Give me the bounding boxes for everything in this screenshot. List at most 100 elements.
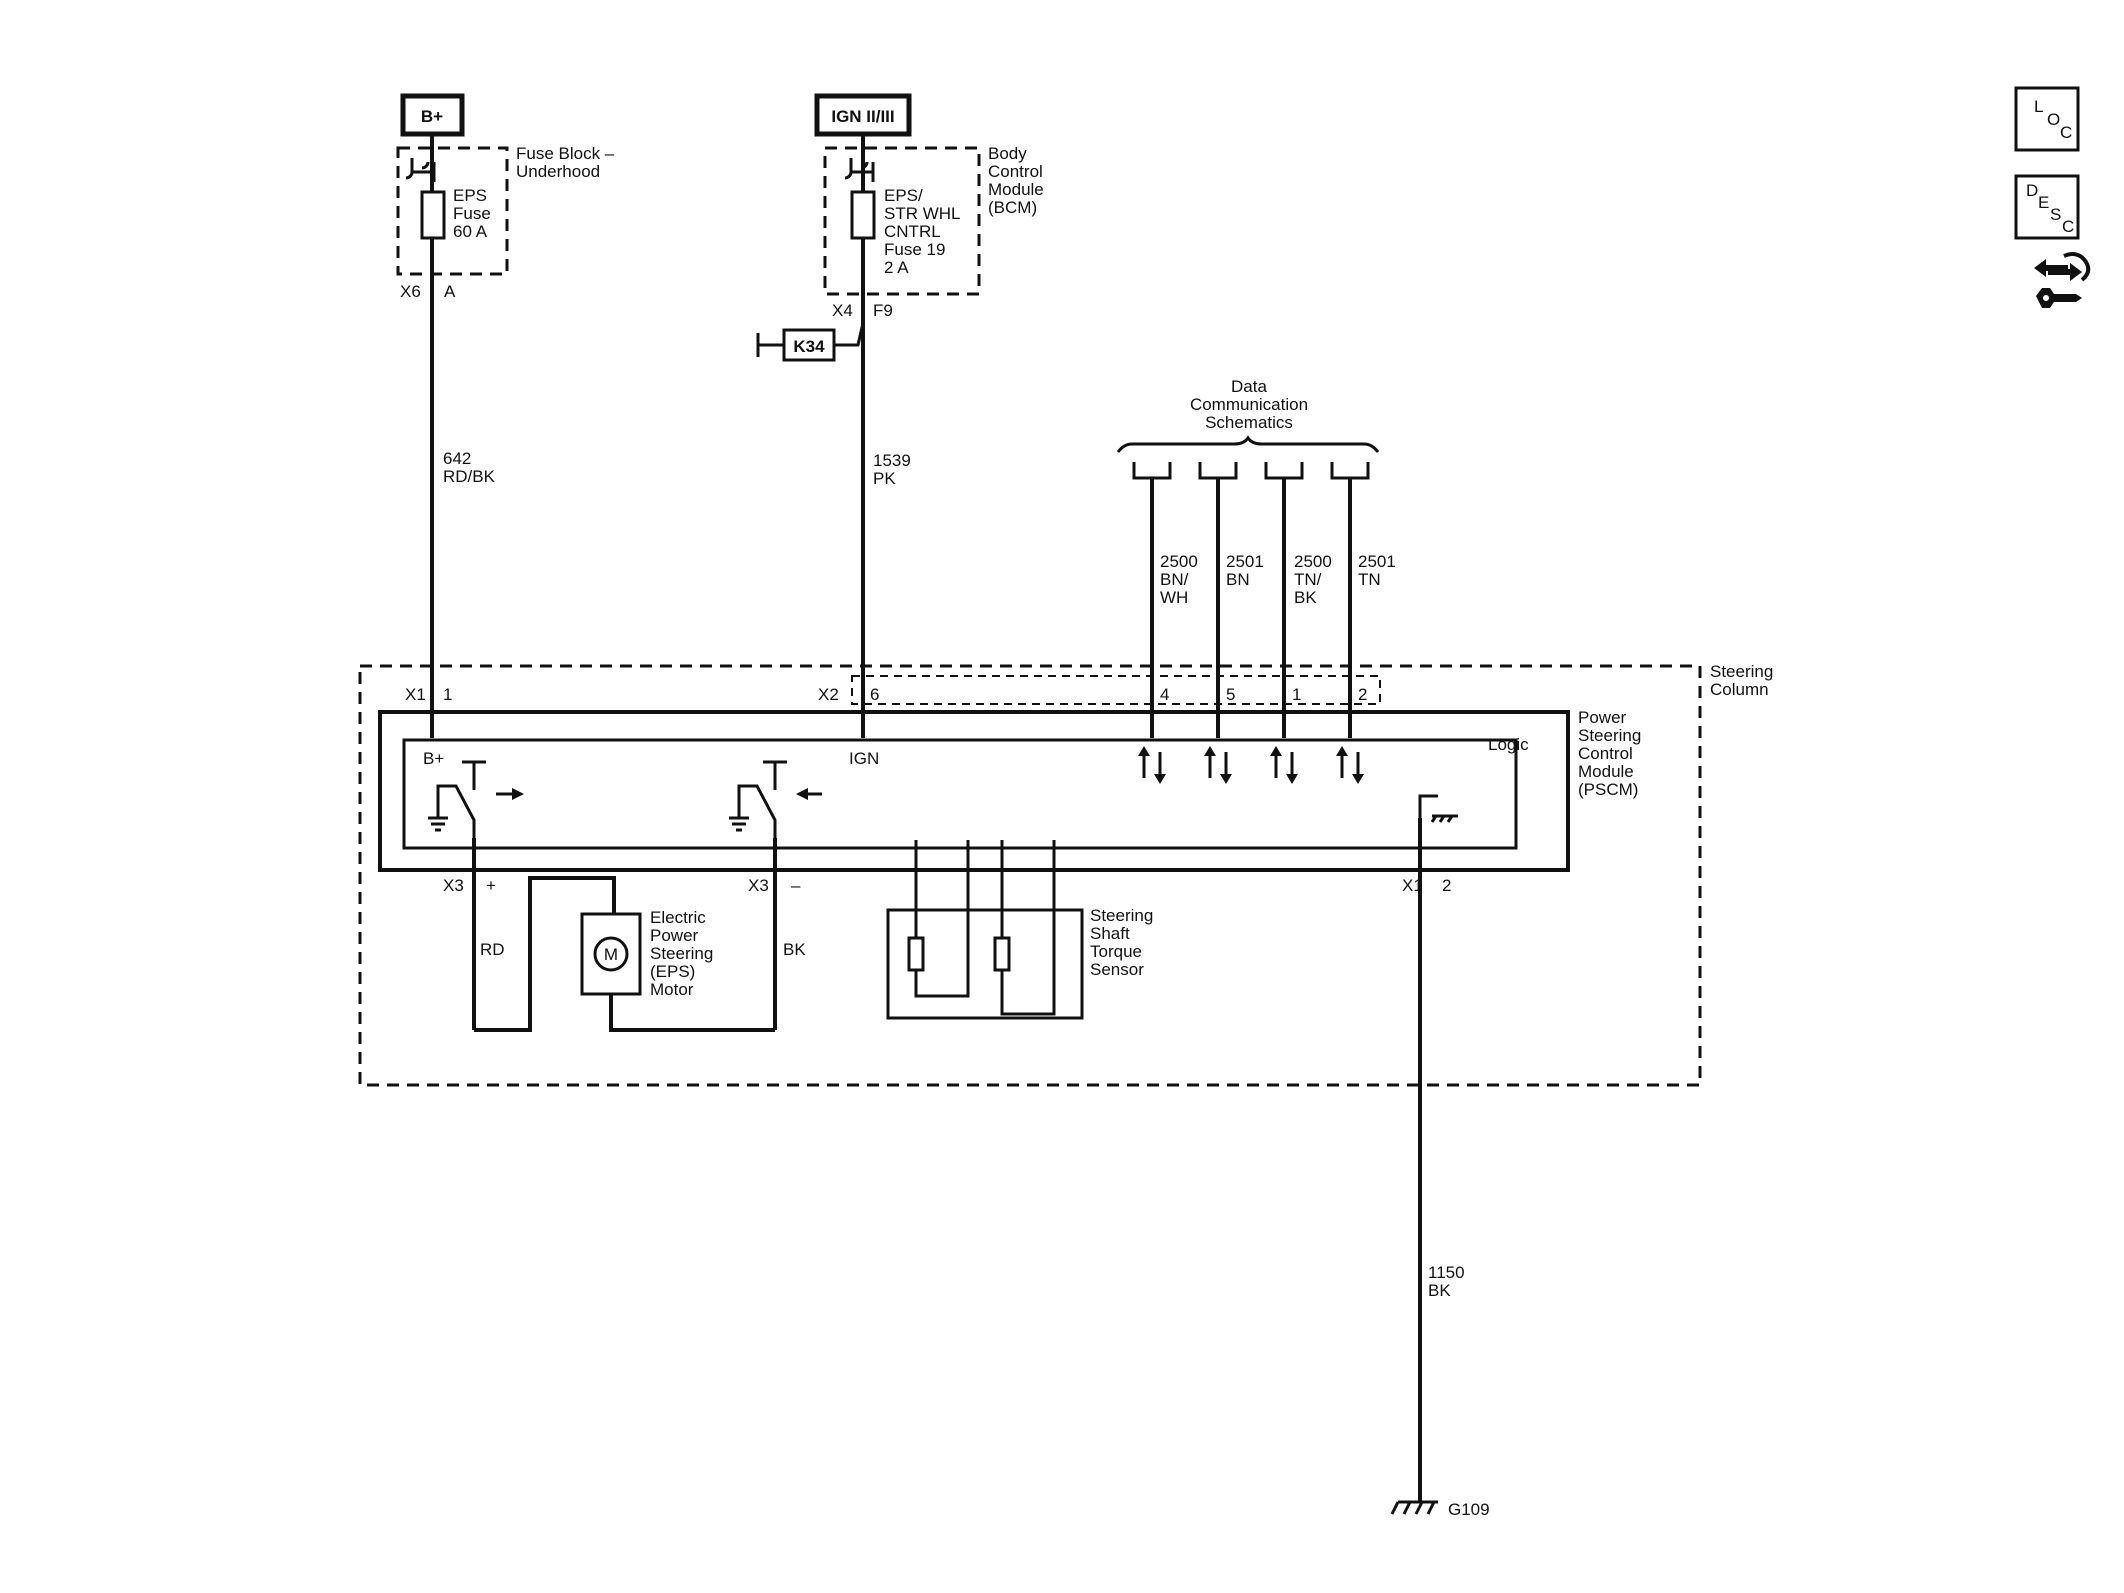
data-arrow-pin4	[1138, 746, 1166, 784]
pscm-bplus-label: B+	[423, 749, 444, 768]
wire-2501b-color: TN	[1358, 570, 1381, 589]
wire-2500b-color-1: TN/	[1294, 570, 1322, 589]
wire-2501b-number: 2501	[1358, 552, 1396, 571]
bcm-label-3: Module	[988, 180, 1044, 199]
pscm-label-3: Control	[1578, 744, 1633, 763]
wire-2501a-color: BN	[1226, 570, 1250, 589]
x2-pin-1: 1	[1292, 685, 1301, 704]
x2-connector: X2	[818, 685, 839, 704]
x2-pin-2: 2	[1358, 685, 1367, 704]
loc-o: O	[2047, 110, 2060, 129]
data-arrows	[1138, 746, 1364, 784]
g109-ground-symbol	[1390, 1500, 1438, 1515]
torque-sensor-label-4: Sensor	[1090, 960, 1144, 979]
data-comm-label-1: Data	[1231, 377, 1267, 396]
x4-pin-f9: F9	[873, 301, 893, 320]
loc-l: L	[2034, 97, 2043, 116]
pscm-module: Power Steering Control Module (PSCM) Log…	[378, 685, 1641, 895]
data-arrow-pin5	[1204, 746, 1232, 784]
wire-2500a-color-2: WH	[1160, 588, 1188, 607]
x3-minus-pin: –	[791, 876, 801, 895]
wire-2500b-number: 2500	[1294, 552, 1332, 571]
eps-fuse-label-2: Fuse	[453, 204, 491, 223]
desc-e: E	[2038, 193, 2049, 212]
wire-1150-number: 1150	[1428, 1263, 1465, 1282]
pscm-label-5: (PSCM)	[1578, 780, 1638, 799]
motor-label-2: Power	[650, 926, 699, 945]
k34-relay: K34	[756, 322, 865, 362]
x1-pin-1: 1	[443, 685, 452, 704]
bcm-label-1: Body	[988, 144, 1027, 163]
ign-source-label: IGN II/III	[831, 107, 894, 126]
torque-sensor-label-3: Torque	[1090, 942, 1142, 961]
eps-str-whl-cntrl-fuse-19	[850, 190, 876, 240]
eps-fuse-60a	[420, 190, 446, 240]
g109-label: G109	[1448, 1500, 1490, 1519]
x1-ground-connector: X1	[1402, 876, 1423, 895]
x2-pin-4: 4	[1160, 685, 1169, 704]
wire-2500a-color-1: BN/	[1160, 570, 1189, 589]
x3-plus-pin: +	[486, 876, 496, 895]
bplus-source: B+	[400, 93, 465, 137]
x2-pin-6: 6	[870, 685, 879, 704]
bcm-fuse-label-3: CNTRL	[884, 222, 941, 241]
steering-column-label-1: Steering	[1710, 662, 1773, 681]
motor-label-3: Steering	[650, 944, 713, 963]
pscm-logic-label: Logic	[1488, 735, 1529, 754]
x1-connector-top: X1	[405, 685, 426, 704]
wire-2501-bn: 2501 BN	[1216, 478, 1264, 738]
fuse-block-label-2: Underhood	[516, 162, 600, 181]
motor-label-5: Motor	[650, 980, 694, 999]
steering-column-label-2: Column	[1710, 680, 1769, 699]
data-comm-label-3: Schematics	[1205, 413, 1293, 432]
wire-2500a-number: 2500	[1160, 552, 1198, 571]
motor-label-1: Electric	[650, 908, 706, 927]
data-arrow-pin1	[1270, 746, 1298, 784]
steering-column-boundary: Steering Column	[358, 662, 1773, 1087]
desc-c: C	[2062, 217, 2074, 236]
low-side-switch	[729, 760, 822, 1030]
wire-642-color: RD/BK	[443, 467, 496, 486]
x3-plus-connector: X3	[443, 876, 464, 895]
description-icon[interactable]: D E S C	[2014, 174, 2080, 240]
bcm-label-4: (BCM)	[988, 198, 1037, 217]
data-comm-label-2: Communication	[1190, 395, 1308, 414]
eps-fuse-label-3: 60 A	[453, 222, 488, 241]
x2-pin-5: 5	[1226, 685, 1235, 704]
connector-tool-icon[interactable]	[2034, 252, 2091, 308]
wire-1539-pk: 1539 PK	[861, 134, 911, 738]
wire-2500-tn-bk: 2500 TN/ BK	[1282, 478, 1332, 738]
wire-1539-color: PK	[873, 469, 896, 488]
torque-sensor-label-2: Shaft	[1090, 924, 1130, 943]
bcm-fuse-label-2: STR WHL	[884, 204, 961, 223]
pscm-label-2: Steering	[1578, 726, 1641, 745]
eps-motor-circuit: RD BK M Electric Power Steering (EPS) Mo…	[474, 876, 806, 1032]
steering-shaft-torque-sensor: Steering Shaft Torque Sensor	[886, 840, 1153, 1020]
pscm-ign-label: IGN	[849, 749, 879, 768]
x4-connector: X4	[832, 301, 853, 320]
high-side-switch	[428, 760, 524, 1030]
location-icon[interactable]: L O C	[2014, 86, 2080, 152]
x6-pin-a: A	[444, 282, 456, 301]
k34-label: K34	[793, 337, 825, 356]
body-control-module: Body Control Module (BCM) EPS/ STR WHL C…	[823, 144, 1044, 320]
eps-fuse-label-1: EPS	[453, 186, 487, 205]
x2-connector-outline	[851, 675, 1381, 705]
pscm-label-4: Module	[1578, 762, 1634, 781]
pscm-label-1: Power	[1578, 708, 1627, 727]
bcm-fuse-label-5: 2 A	[884, 258, 909, 277]
motor-plus-wire-color: RD	[480, 940, 505, 959]
bplus-source-label: B+	[421, 107, 443, 126]
desc-d: D	[2026, 181, 2038, 200]
bcm-fuse-label-4: Fuse 19	[884, 240, 945, 259]
data-communication-schematics: Data Communication Schematics	[1116, 377, 1380, 480]
wire-642-rd-bk: 642 RD/BK	[430, 134, 496, 738]
wire-642-number: 642	[443, 449, 471, 468]
motor-minus-wire-color: BK	[783, 940, 806, 959]
bcm-fuse-label-1: EPS/	[884, 186, 923, 205]
desc-s: S	[2050, 205, 2061, 224]
ign-source: IGN II/III	[814, 93, 912, 137]
fuse-block-label-1: Fuse Block –	[516, 144, 615, 163]
wire-1539-number: 1539	[873, 451, 911, 470]
